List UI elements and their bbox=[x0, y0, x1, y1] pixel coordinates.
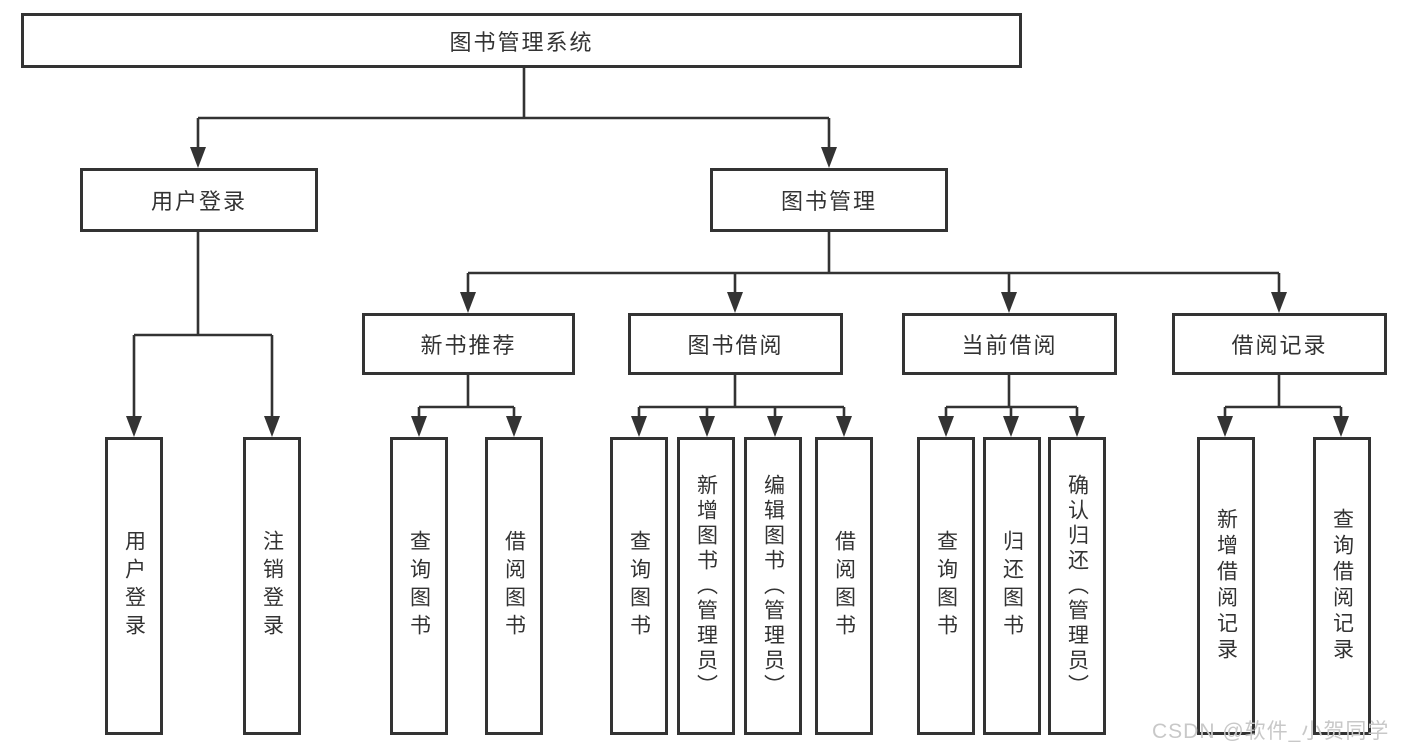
leaf-return-book: 归还图书 bbox=[983, 437, 1041, 735]
leaf-add-book-admin: 新增图书（管理员） bbox=[677, 437, 735, 735]
node-current-borrow: 当前借阅 bbox=[902, 313, 1117, 375]
node-book-management: 图书管理 bbox=[710, 168, 948, 232]
leaf-query-books-recommend: 查询图书 bbox=[390, 437, 448, 735]
node-user-login: 用户登录 bbox=[80, 168, 318, 232]
arrowheads bbox=[126, 147, 1349, 437]
leaf-confirm-return-admin: 确认归还（管理员） bbox=[1048, 437, 1106, 735]
node-book-system: 图书管理系统 bbox=[21, 13, 1022, 68]
leaf-user-login: 用户登录 bbox=[105, 437, 163, 735]
leaf-query-books-borrow: 查询图书 bbox=[610, 437, 668, 735]
watermark-text: CSDN @软件_小贺同学 bbox=[1152, 720, 1390, 743]
leaf-logout: 注销登录 bbox=[243, 437, 301, 735]
leaf-query-books-current: 查询图书 bbox=[917, 437, 975, 735]
node-new-book-recommend: 新书推荐 bbox=[362, 313, 575, 375]
leaf-add-borrow-record: 新增借阅记录 bbox=[1197, 437, 1255, 735]
leaf-borrow-books: 借阅图书 bbox=[815, 437, 873, 735]
node-book-borrow: 图书借阅 bbox=[628, 313, 843, 375]
node-borrow-records: 借阅记录 bbox=[1172, 313, 1387, 375]
leaf-edit-book-admin: 编辑图书（管理员） bbox=[744, 437, 802, 735]
leaf-query-borrow-record: 查询借阅记录 bbox=[1313, 437, 1371, 735]
leaf-borrow-books-recommend: 借阅图书 bbox=[485, 437, 543, 735]
